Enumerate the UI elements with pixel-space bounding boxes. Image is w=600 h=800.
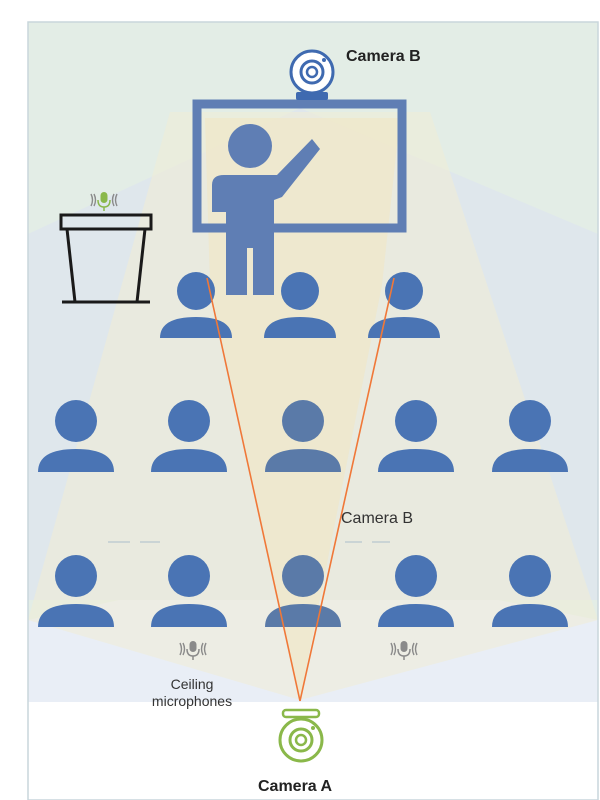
ceiling-microphones-line2: microphones: [151, 693, 233, 709]
person-icon: [265, 555, 341, 627]
camera-b-top-label: Camera B: [346, 48, 421, 65]
person-icon: [151, 555, 227, 627]
person-icon: [160, 272, 232, 338]
ceiling-microphones-line1: Ceiling: [170, 676, 214, 692]
ceiling-microphones-label: Ceiling microphones: [142, 676, 242, 710]
person-icon: [368, 272, 440, 338]
person-icon: [38, 555, 114, 627]
students: [38, 272, 568, 627]
person-icon: [492, 555, 568, 627]
person-icon: [151, 400, 227, 472]
camera-a-label: Camera A: [258, 778, 333, 795]
podium-icon: [59, 213, 153, 304]
person-icon: [38, 400, 114, 472]
camera-a-icon: [278, 708, 324, 763]
camera-b-icon: [289, 49, 335, 100]
person-icon: [492, 400, 568, 472]
person-icon: [264, 272, 336, 338]
sight-line-right: [299, 277, 395, 702]
microphone-icon: [390, 641, 418, 660]
sight-line-left: [206, 277, 301, 702]
podium-microphone-icon: [90, 192, 118, 211]
teacher-pointing-icon: [212, 124, 320, 295]
whiteboard: [192, 99, 407, 233]
person-icon: [378, 555, 454, 627]
diagram-frame: [27, 21, 599, 800]
person-icon: [378, 400, 454, 472]
person-icon: [265, 400, 341, 472]
microphone-icon: [179, 641, 207, 660]
camera-b-mid-label: Camera B: [341, 510, 414, 527]
